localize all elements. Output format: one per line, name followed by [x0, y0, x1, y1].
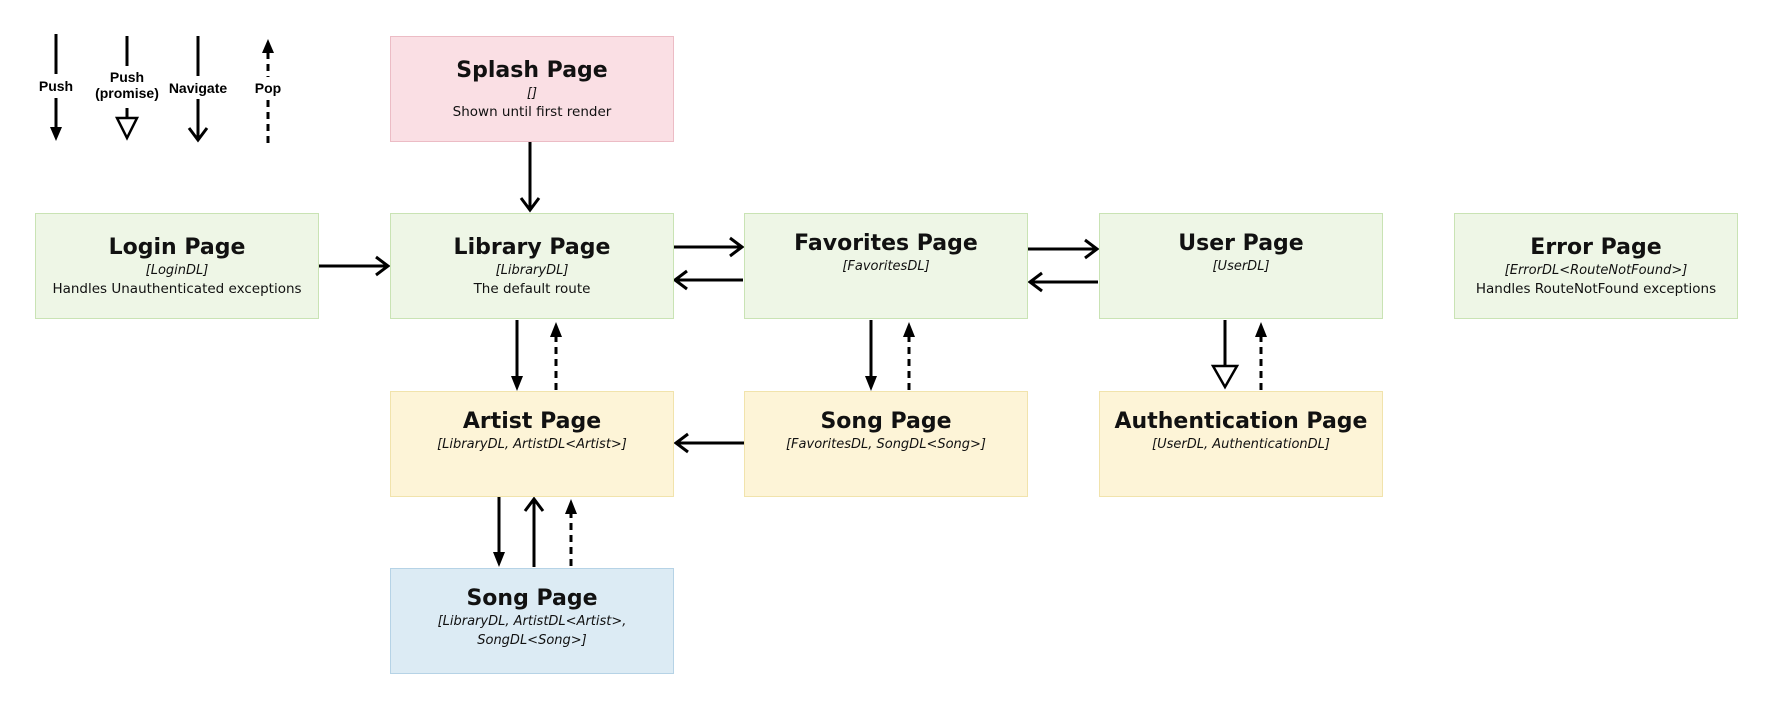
- legend-push-promise-arrow: [114, 36, 140, 141]
- edge-song-lib-to-artist-pop: [565, 499, 577, 566]
- node-description: Handles Unauthenticated exceptions: [52, 280, 302, 297]
- edge-favorites-to-library: [672, 269, 743, 291]
- node-title: Splash Page: [456, 57, 608, 83]
- node-title: Authentication Page: [1114, 409, 1368, 434]
- node-title: Favorites Page: [794, 231, 978, 256]
- legend-pop-label: Pop: [254, 80, 282, 96]
- legend-pop-arrow: [262, 39, 274, 143]
- node-description: Handles RouteNotFound exceptions: [1475, 280, 1717, 297]
- node-title: Artist Page: [462, 409, 602, 434]
- edge-song-lib-to-artist: [523, 496, 545, 567]
- edge-artist-to-library: [550, 322, 562, 390]
- node-title: Song Page: [466, 586, 598, 611]
- legend-push-promise-label: Push (promise): [88, 69, 166, 101]
- node-splash-page: Splash Page [] Shown until first render: [390, 36, 674, 142]
- node-data-loaders: [FavoritesDL, SongDL<Song>]: [785, 437, 986, 452]
- edge-song-to-favorites: [903, 322, 915, 390]
- node-title: Login Page: [108, 234, 246, 260]
- edge-user-to-favorites: [1027, 271, 1098, 293]
- node-song-page-library: Song Page [LibraryDL, ArtistDL<Artist>, …: [390, 568, 674, 674]
- legend-navigate-arrow: [187, 36, 209, 143]
- node-data-loaders: [LoginDL]: [145, 262, 209, 278]
- legend-push-promise-line2: (promise): [95, 85, 159, 101]
- node-artist-page: Artist Page [LibraryDL, ArtistDL<Artist>…: [390, 391, 674, 497]
- node-data-loaders: [LibraryDL, ArtistDL<Artist>]: [437, 437, 627, 452]
- node-description: The default route: [473, 280, 591, 297]
- node-data-loaders: [ErrorDL<RouteNotFound>]: [1504, 262, 1688, 278]
- node-error-page: Error Page [ErrorDL<RouteNotFound>] Hand…: [1454, 213, 1738, 319]
- node-song-page-favorites: Song Page [FavoritesDL, SongDL<Song>]: [744, 391, 1028, 497]
- edge-library-to-favorites: [674, 236, 745, 258]
- node-data-loaders: [LibraryDL]: [495, 262, 569, 278]
- node-data-loaders-line2: SongDL<Song>]: [477, 633, 587, 648]
- edge-library-to-artist: [511, 320, 523, 391]
- legend-push-promise-line1: Push: [109, 69, 145, 85]
- edge-favorites-to-user: [1028, 238, 1100, 260]
- legend-navigate-label: Navigate: [168, 80, 228, 96]
- node-description: Shown until first render: [452, 103, 612, 120]
- node-data-loaders: [UserDL]: [1212, 259, 1270, 274]
- node-authentication-page: Authentication Page [UserDL, Authenticat…: [1099, 391, 1383, 497]
- node-title: Song Page: [820, 409, 952, 434]
- node-data-loaders-line1: [LibraryDL, ArtistDL<Artist>,: [437, 614, 627, 629]
- node-title: Error Page: [1530, 234, 1662, 260]
- node-data-loaders: []: [526, 85, 538, 101]
- edge-favorites-to-song: [865, 320, 877, 391]
- node-data-loaders: [FavoritesDL]: [842, 259, 930, 274]
- node-title: User Page: [1178, 231, 1304, 256]
- node-favorites-page: Favorites Page [FavoritesDL]: [744, 213, 1028, 319]
- legend-push-label: Push: [38, 78, 74, 94]
- legend-push-arrow: [50, 34, 62, 141]
- edge-login-to-library: [319, 255, 391, 277]
- edge-authentication-to-user: [1255, 322, 1267, 390]
- node-login-page: Login Page [LoginDL] Handles Unauthentic…: [35, 213, 319, 319]
- edge-splash-to-library: [519, 142, 541, 213]
- edge-song-to-artist: [673, 432, 744, 454]
- node-user-page: User Page [UserDL]: [1099, 213, 1383, 319]
- edge-artist-to-song: [493, 497, 505, 567]
- node-title: Library Page: [453, 234, 611, 260]
- node-data-loaders: [UserDL, AuthenticationDL]: [1152, 437, 1330, 452]
- edge-user-to-authentication: [1210, 320, 1240, 390]
- node-library-page: Library Page [LibraryDL] The default rou…: [390, 213, 674, 319]
